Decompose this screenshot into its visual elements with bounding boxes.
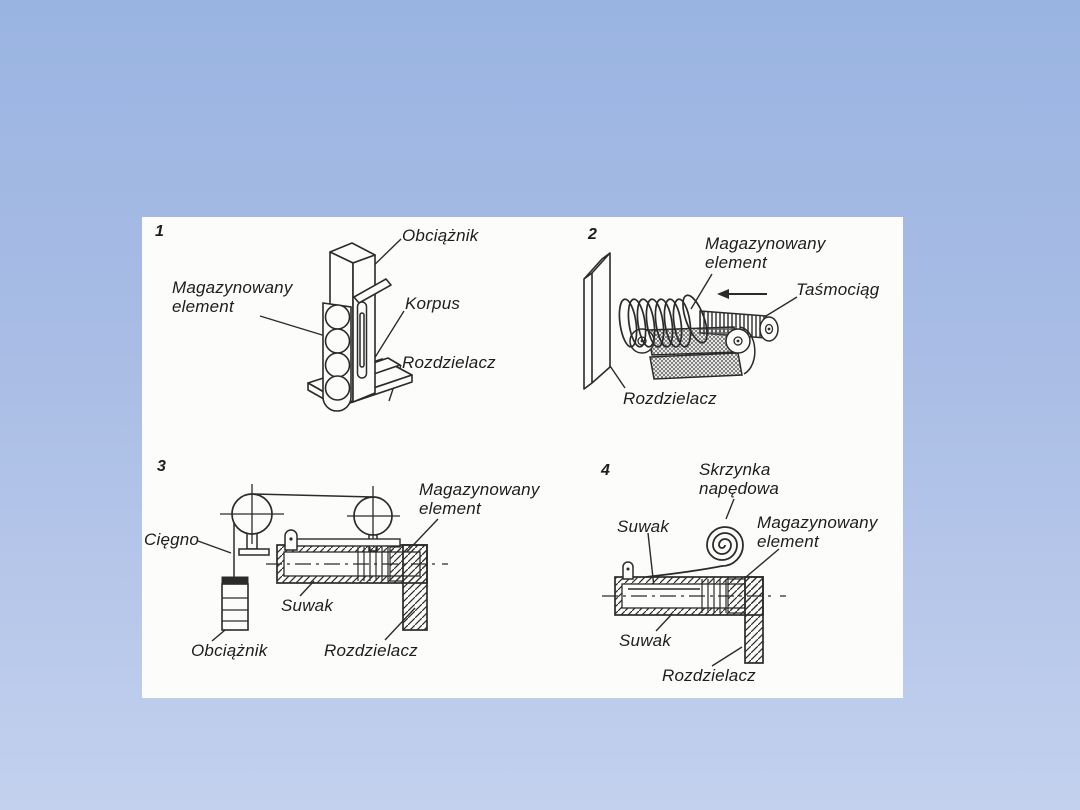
figure-1-gravity-magazine: 1 Obciążnik Magazynowany element Korpus … <box>142 217 562 457</box>
label-rozdzielacz: Rozdzielacz <box>662 666 756 685</box>
back-plate <box>583 252 611 390</box>
label-suwak-gorny: Suwak <box>617 517 670 536</box>
figure-number: 1 <box>155 223 164 240</box>
label-korpus: Korpus <box>405 294 461 313</box>
slider-tube <box>266 529 448 631</box>
figure-1-drawing <box>259 238 413 412</box>
figure-number: 3 <box>157 458 166 475</box>
distributor-wall <box>402 544 428 631</box>
right-pulley <box>347 486 400 552</box>
label-skrzynka-napedowa: Skrzynka napędowa <box>699 460 780 499</box>
label-suwak: Suwak <box>281 596 334 615</box>
figure-4-drawing <box>602 498 786 667</box>
counterweight <box>221 576 249 631</box>
scanned-figure-panel: 1 Obciążnik Magazynowany element Korpus … <box>142 217 903 698</box>
label-magazynowany-element: Magazynowany element <box>172 278 293 317</box>
label-suwak-dolny: Suwak <box>619 631 672 650</box>
slider-tube <box>602 561 786 664</box>
label-magazynowany-element: Magazynowany element <box>757 513 878 552</box>
distributor-wall <box>744 576 764 664</box>
ball-channel <box>322 302 352 412</box>
figure-2-conveyor-feeder: 2 Magazynowany element Taśmociąg Rozdzie… <box>562 217 903 457</box>
left-pulley <box>220 484 284 556</box>
label-obciaznik: Obciążnik <box>402 226 479 245</box>
guide-slot <box>356 301 368 379</box>
figure-2-drawing <box>583 252 798 390</box>
label-ciegno: Cięgno <box>144 530 200 549</box>
figure-number: 4 <box>601 462 610 479</box>
stored-rings <box>618 294 708 348</box>
figure-4-spring-drive-feeder: 4 Skrzynka napędowa Suwak Magazynowany e… <box>562 457 903 698</box>
spiral-spring <box>645 526 744 578</box>
label-rozdzielacz: Rozdzielacz <box>402 353 496 372</box>
label-tasmociag: Taśmociąg <box>796 280 880 299</box>
label-magazynowany-element: Magazynowany element <box>419 480 540 519</box>
label-rozdzielacz: Rozdzielacz <box>324 641 418 660</box>
figure-2-leader-lines <box>607 273 798 389</box>
left-arrow <box>717 289 767 299</box>
label-obciaznik: Obciążnik <box>191 641 268 660</box>
figure-3-weight-pulley-feeder: 3 Cięgno Magazynowany element Suwak Obci… <box>142 457 562 698</box>
figure-3-drawing <box>197 484 448 642</box>
label-rozdzielacz: Rozdzielacz <box>623 389 717 408</box>
label-magazynowany-element: Magazynowany element <box>705 234 826 273</box>
figure-number: 2 <box>588 226 597 243</box>
